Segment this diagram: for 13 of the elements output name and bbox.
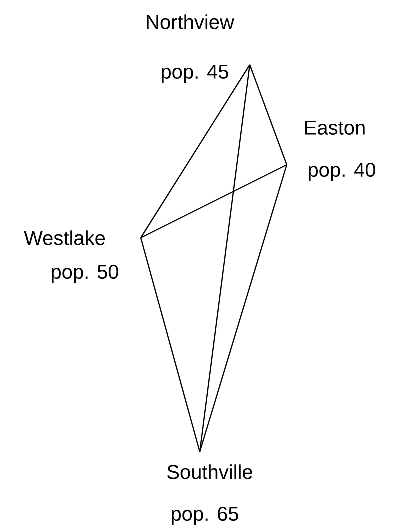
road-line: [199, 164, 288, 452]
town-label: Easton: [306, 121, 365, 135]
town-label: pop. 50: [52, 264, 118, 284]
road-line: [140, 238, 201, 452]
road-line: [140, 64, 250, 238]
town-label: Southville: [168, 464, 252, 480]
road-line: [249, 64, 288, 166]
road-line: [140, 164, 288, 239]
town-label: Northview: [147, 14, 234, 30]
town-label: Westlake: [24, 230, 106, 246]
town-label: pop. 65: [172, 506, 238, 526]
town-label: pop. 45: [162, 65, 228, 83]
town-label: pop. 40: [309, 162, 376, 182]
